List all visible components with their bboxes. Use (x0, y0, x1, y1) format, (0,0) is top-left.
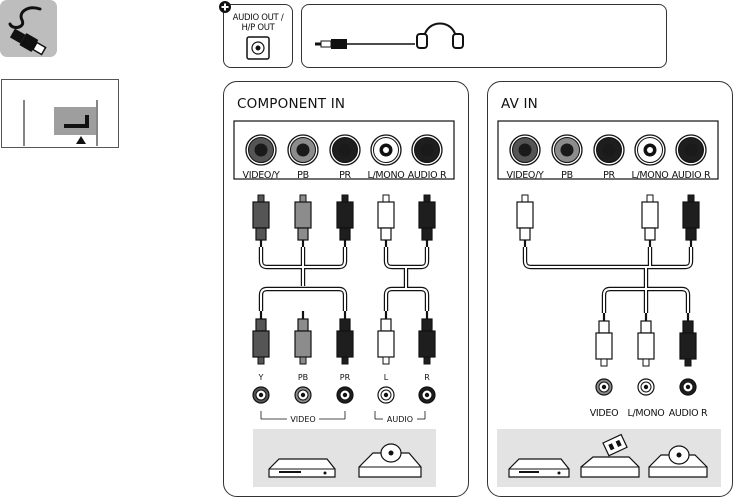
component-video-cable (258, 247, 348, 311)
component-device-jack-label: Y (258, 373, 264, 382)
component-group-audio-label: AUDIO (387, 415, 413, 424)
audio-out-label-line1: AUDIO OUT / (232, 13, 284, 23)
component-top-plug (418, 194, 436, 247)
component-in-panel (223, 81, 469, 497)
component-top-plug (336, 194, 354, 247)
component-device-jack (294, 386, 312, 404)
component-device-jack-label: L (384, 373, 389, 382)
cable-icon-tile (0, 0, 57, 57)
component-tv-pr-jack (329, 134, 361, 166)
component-tv-pb-jack (287, 134, 319, 166)
headphone-box (301, 4, 667, 68)
disc-player-icon (358, 443, 422, 478)
av-top-plug (682, 194, 700, 247)
av-device-jack (595, 378, 613, 396)
audio-out-label: AUDIO OUT / H/P OUT (223, 13, 293, 33)
av-tv-pr-jack (593, 134, 625, 166)
component-device-jack (336, 386, 354, 404)
headphone-icon (416, 22, 464, 49)
dvd-player-icon (508, 458, 570, 478)
optical-jack-icon (246, 36, 270, 60)
component-bottom-plug (252, 311, 270, 365)
tv-side-panel-icon (23, 100, 98, 146)
tv-side-panel-icon-box (1, 79, 119, 148)
av-tv-jack-label: AUDIO R (672, 170, 711, 181)
component-tv-jack-label: AUDIO R (408, 170, 447, 181)
component-tv-video-y-jack (245, 134, 277, 166)
component-tv-jack-label: VIDEO/Y (243, 170, 280, 181)
component-device-jack (418, 386, 436, 404)
av-tv-video-y-jack (509, 134, 541, 166)
av-in-title: AV IN (501, 96, 538, 112)
component-top-plug (252, 194, 270, 247)
av-tv-jack-label: L/MONO (632, 170, 669, 181)
disc-player-icon (648, 445, 708, 478)
av-device-jack-label: L/MONO (628, 408, 665, 419)
av-device-jack-label: AUDIO R (669, 408, 708, 419)
component-tv-l-mono-jack (370, 134, 402, 166)
component-group-video-label: VIDEO (290, 415, 315, 424)
component-top-plug (377, 194, 395, 247)
av-device-jack (679, 378, 697, 396)
av-cable (522, 247, 694, 313)
audio-out-label-line2: H/P OUT (241, 23, 275, 33)
component-device-jack-label: PB (298, 373, 308, 382)
av-tv-jack-label: PR (603, 170, 615, 181)
component-top-plug (294, 194, 312, 247)
component-in-title: COMPONENT IN (237, 96, 345, 112)
av-tv-pb-jack (551, 134, 583, 166)
audio-out-box (223, 4, 293, 68)
plus-icon (219, 1, 231, 13)
av-device-jack-label: VIDEO (590, 408, 619, 419)
av-top-plug (516, 194, 534, 247)
component-tv-audio-r-jack (411, 134, 443, 166)
av-top-plug (641, 194, 659, 247)
component-bottom-plug (336, 311, 354, 365)
av-bottom-plug (637, 313, 655, 367)
cable-icon (8, 6, 47, 56)
component-audio-cable (383, 247, 430, 311)
component-device-jack-label: PR (340, 373, 351, 382)
component-tv-jack-label: PR (339, 170, 351, 181)
headphone-cable-icon (315, 22, 464, 49)
component-tv-jack-label: PB (297, 170, 309, 181)
av-tv-jack-label: PB (561, 170, 573, 181)
av-tv-jack-label: VIDEO/Y (507, 170, 544, 181)
av-bottom-plug (679, 313, 697, 367)
component-device-jack (377, 386, 395, 404)
component-device-jack-label: R (424, 373, 430, 382)
component-bottom-plug (377, 311, 395, 365)
component-tv-jack-label: L/MONO (368, 170, 405, 181)
vcr-icon (580, 433, 640, 478)
av-tv-l-mono-jack (634, 134, 666, 166)
component-device-jack (252, 386, 270, 404)
av-bottom-plug (595, 313, 613, 367)
component-bottom-plug (294, 311, 312, 365)
av-tv-audio-r-jack (675, 134, 707, 166)
av-device-jack (637, 378, 655, 396)
component-bottom-plug (418, 311, 436, 365)
dvd-player-icon (268, 458, 336, 478)
